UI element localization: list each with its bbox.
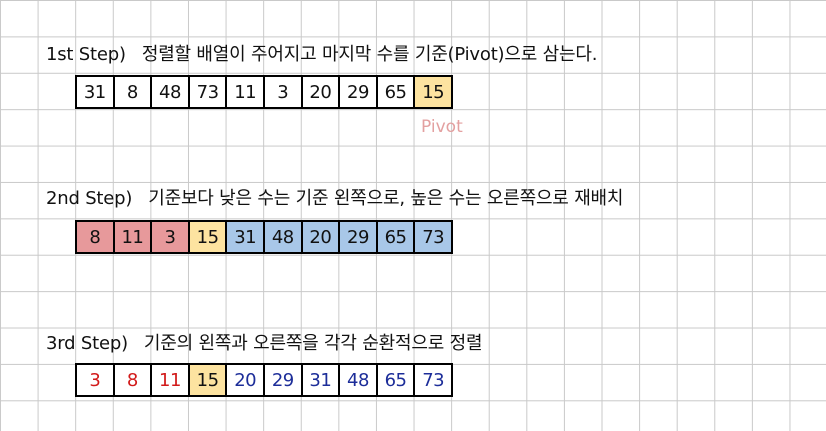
step-1-cell-6: 20 xyxy=(302,77,341,107)
step-2-name: 2nd Step) xyxy=(46,188,133,209)
step-2-cell-3: 15 xyxy=(189,222,228,252)
step-2-cell-8: 65 xyxy=(377,222,416,252)
step-2-cell-4: 31 xyxy=(227,222,265,252)
step-3-header: 3rd Step) 기준의 왼쪽과 오른쪽을 각각 순환적으로 정렬 xyxy=(46,333,483,355)
step-1-cell-7: 29 xyxy=(340,77,378,107)
step-2-cell-7: 29 xyxy=(340,222,378,252)
step-1-cell-1: 8 xyxy=(114,77,153,107)
step-3-cell-4: 20 xyxy=(227,365,265,395)
step-1-header: 1st Step) 정렬할 배열이 주어지고 마지막 수를 기준(Pivot)으로… xyxy=(46,44,597,66)
pivot-label: Pivot xyxy=(421,117,463,137)
step-2-cell-9: 73 xyxy=(415,222,453,252)
step-1-array: 31 8 48 73 11 3 20 29 65 15 xyxy=(75,75,453,109)
step-3-cell-7: 48 xyxy=(340,365,378,395)
step-3-array: 3 8 11 15 20 29 31 48 65 73 xyxy=(75,363,453,397)
step-3-cell-9: 73 xyxy=(415,365,453,395)
step-1-cell-5: 3 xyxy=(264,77,303,107)
step-2-cell-5: 48 xyxy=(264,222,303,252)
step-2-cell-2: 3 xyxy=(152,222,190,252)
step-2-cell-0: 8 xyxy=(77,222,115,252)
step-1-name: 1st Step) xyxy=(46,44,126,65)
step-1-description: 정렬할 배열이 주어지고 마지막 수를 기준(Pivot)으로 삼는다. xyxy=(141,44,598,65)
step-1-cell-8: 65 xyxy=(377,77,416,107)
step-1-cell-3: 73 xyxy=(189,77,228,107)
step-1-cell-4: 11 xyxy=(227,77,265,107)
step-2-header: 2nd Step) 기준보다 낮은 수는 기준 왼쪽으로, 높은 수는 오른쪽으로… xyxy=(46,188,623,210)
step-1-cell-0: 31 xyxy=(77,77,115,107)
step-3-name: 3rd Step) xyxy=(46,333,128,354)
step-3-cell-3: 15 xyxy=(189,365,228,395)
step-3-description: 기준의 왼쪽과 오른쪽을 각각 순환적으로 정렬 xyxy=(143,333,483,354)
step-1-cell-2: 48 xyxy=(152,77,190,107)
step-2-array: 8 11 3 15 31 48 20 29 65 73 xyxy=(75,220,453,254)
step-2-description: 기준보다 낮은 수는 기준 왼쪽으로, 높은 수는 오른쪽으로 재배치 xyxy=(148,188,624,209)
step-2-cell-6: 20 xyxy=(302,222,341,252)
step-3-cell-0: 3 xyxy=(77,365,115,395)
step-3-cell-8: 65 xyxy=(377,365,416,395)
step-3-cell-1: 8 xyxy=(114,365,153,395)
step-1-cell-9: 15 xyxy=(415,77,453,107)
step-2-cell-1: 11 xyxy=(114,222,153,252)
step-3-cell-6: 31 xyxy=(302,365,341,395)
step-3-cell-5: 29 xyxy=(264,365,303,395)
step-3-cell-2: 11 xyxy=(152,365,190,395)
